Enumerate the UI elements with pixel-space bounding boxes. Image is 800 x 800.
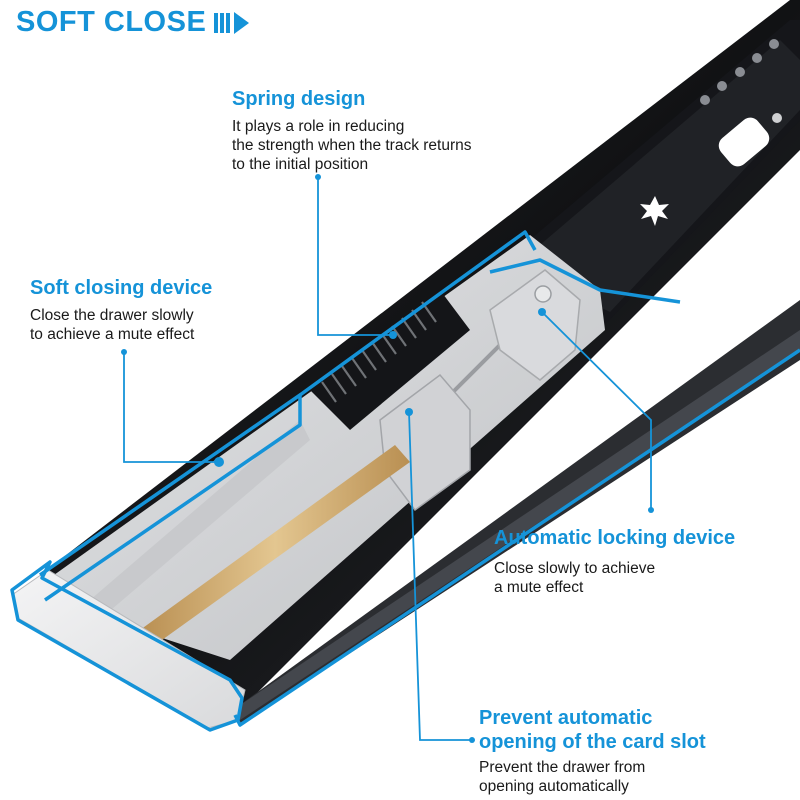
- callout-title: Automatic locking device: [494, 527, 736, 549]
- leader-dots: [121, 174, 654, 743]
- callout-desc: Close slowly to achieve a mute effect: [494, 560, 656, 596]
- callout-automatic-locking-device: Automatic locking device Close slowly to…: [494, 526, 735, 597]
- inner-rail-face: [520, 40, 800, 312]
- highlight-outlines: [10, 230, 800, 732]
- callout-title: Soft closing device: [30, 277, 213, 299]
- arrow-right-icon: [214, 11, 250, 34]
- callout-desc: Close the drawer slowly to achieve a mut…: [30, 307, 195, 343]
- spring-cavity: [310, 290, 470, 430]
- callout-soft-closing-device: Soft closing device Close the drawer slo…: [30, 276, 212, 344]
- brass-damper: [140, 445, 410, 645]
- callout-spring-design: Spring design It plays a role in reducin…: [232, 87, 472, 174]
- grey-channel: [40, 235, 605, 660]
- callout-title: Prevent automatic opening of the card sl…: [479, 707, 706, 753]
- star-hole: [640, 196, 669, 226]
- callout-prevent-automatic-opening: Prevent automatic opening of the card sl…: [479, 706, 706, 796]
- header: SOFT CLOSE: [16, 6, 250, 39]
- callout-title: Spring design: [232, 88, 366, 110]
- header-title: SOFT CLOSE: [16, 6, 207, 38]
- locking-pin: [534, 285, 552, 303]
- leader-lines: [123, 177, 652, 741]
- callout-desc: Prevent the drawer from opening automati…: [479, 759, 646, 795]
- callout-desc: It plays a role in reducing the strength…: [232, 118, 472, 173]
- grey-ridge: [90, 420, 310, 615]
- rail-bottom-lip: [240, 330, 800, 720]
- rail-screw-hole: [772, 113, 782, 123]
- ball-bearings: [700, 39, 779, 105]
- locking-block: [489, 269, 581, 381]
- rail-slot: [718, 117, 770, 167]
